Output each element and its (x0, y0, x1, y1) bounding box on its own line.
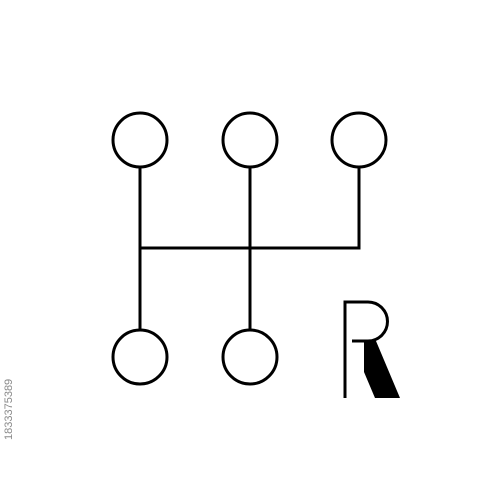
reverse-r-leg (364, 341, 400, 398)
gear-position-5 (330, 111, 388, 169)
gear-position-4 (221, 328, 279, 386)
gear-position-1 (111, 111, 169, 169)
reverse-gear-r-icon (343, 300, 400, 398)
reverse-r-outline (343, 300, 389, 398)
gear-position-2 (111, 328, 169, 386)
shift-track (138, 165, 361, 332)
gear-position-3 (221, 111, 279, 169)
gear-positions (111, 111, 388, 386)
stock-id-text: 1833375389 (3, 379, 15, 440)
